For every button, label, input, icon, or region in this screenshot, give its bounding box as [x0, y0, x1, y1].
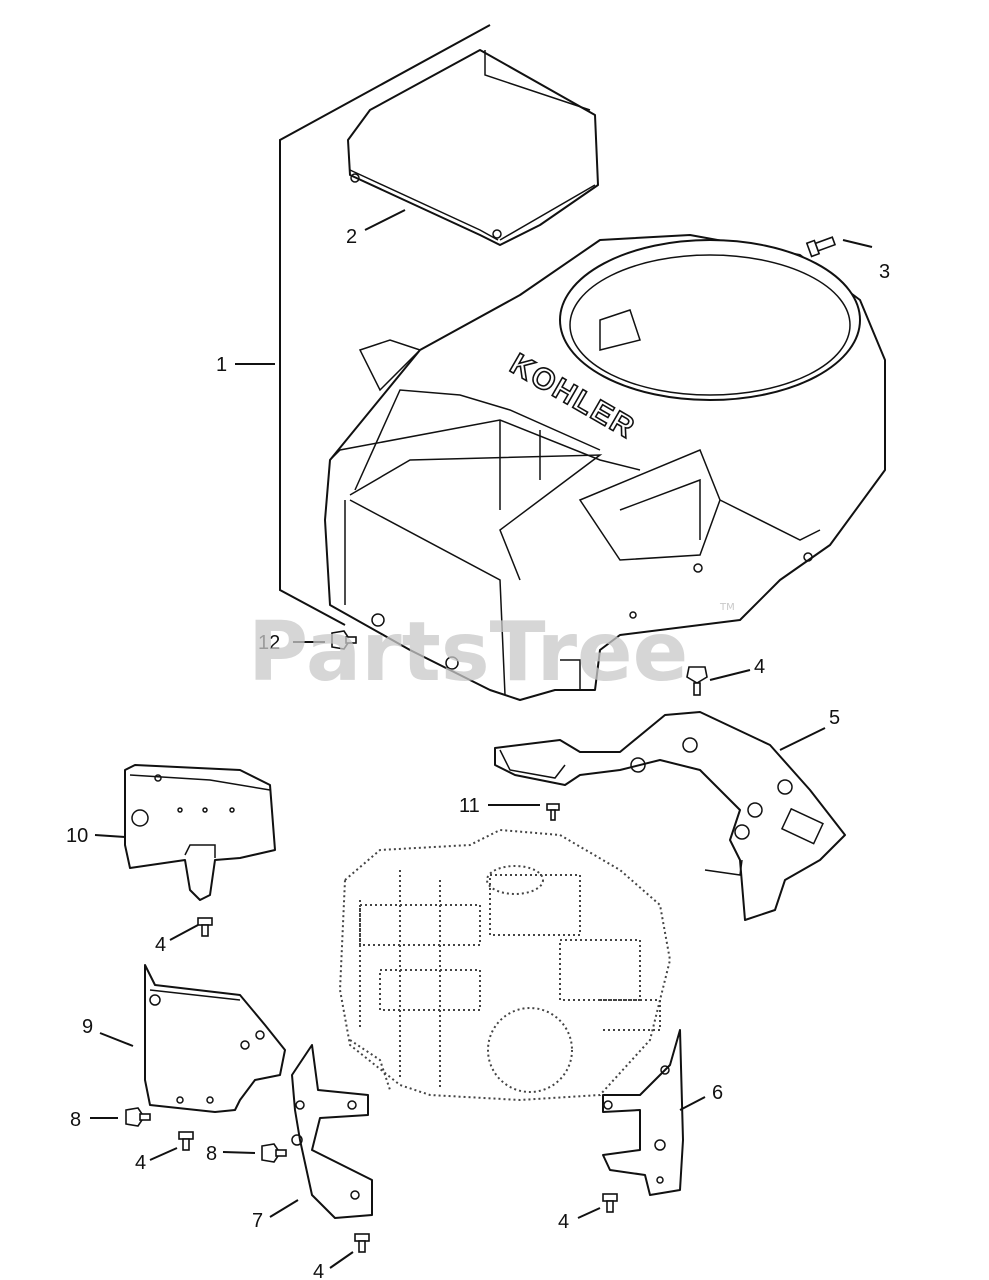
screw-icon: [805, 236, 837, 258]
bolt-icon: [686, 666, 708, 696]
callout-1: 1: [216, 354, 227, 376]
screw-icon: [546, 803, 560, 821]
bolt-icon: [331, 630, 357, 650]
callout-10: 10: [66, 825, 88, 847]
callout-4: 4: [754, 656, 765, 678]
callout-2: 2: [346, 226, 357, 248]
callout-11: 11: [459, 795, 480, 817]
bolt-icon: [125, 1107, 151, 1127]
shield-part-9: [144, 964, 286, 1113]
callout-3: 3: [879, 261, 890, 283]
callout-8: 8: [206, 1143, 217, 1165]
engine-ghost-outline: [338, 828, 672, 1102]
callout-6: 6: [712, 1082, 723, 1104]
bolt-icon: [261, 1143, 287, 1163]
callout-5: 5: [829, 707, 840, 729]
leader-lines: [90, 209, 873, 1269]
screw-icon: [197, 917, 213, 937]
bracket-part-7: [291, 1044, 373, 1219]
callout-4: 4: [558, 1211, 569, 1233]
callout-9: 9: [82, 1016, 93, 1038]
assembly-bracket-line: [279, 24, 491, 626]
back-plate-part-5: [494, 711, 846, 921]
blower-housing-part-1: KOHLER: [324, 234, 886, 701]
callout-7: 7: [252, 1210, 263, 1232]
callout-8: 8: [70, 1109, 81, 1131]
partstree-watermark: PartsTree: [248, 605, 688, 700]
screw-icon: [354, 1233, 370, 1253]
screw-icon: [602, 1193, 618, 1213]
screw-icon: [178, 1131, 194, 1151]
watermark-trademark: TM: [719, 602, 735, 613]
callout-4: 4: [135, 1152, 146, 1174]
callout-4: 4: [313, 1261, 324, 1280]
shield-part-10: [124, 764, 276, 901]
callout-12: 12: [258, 632, 280, 654]
cover-part-2: [347, 49, 599, 246]
callout-4: 4: [155, 934, 166, 956]
bracket-part-6: [602, 1029, 684, 1196]
